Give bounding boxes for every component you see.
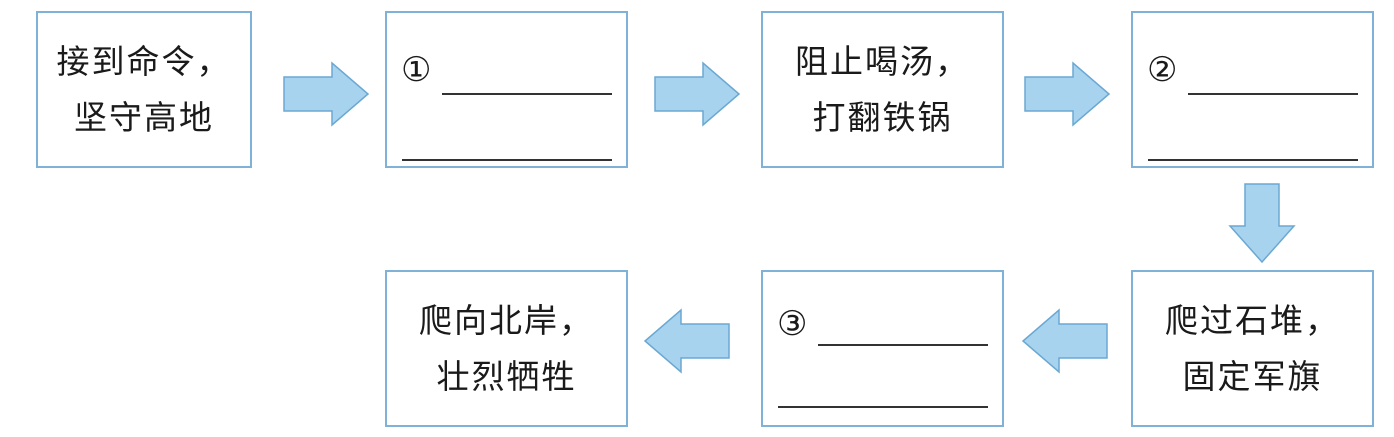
step-3-line-2: 打翻铁锅 [812, 97, 953, 137]
step-2-blank-box: ① [385, 11, 628, 168]
left-arrow-1-icon [1021, 308, 1108, 374]
step-3-box: 阻止喝汤， 打翻铁锅 [761, 11, 1004, 168]
blank-2-number: ② [1147, 50, 1178, 90]
step-7-line-2: 壮烈牺牲 [436, 356, 577, 396]
step-1-line-2: 坚守高地 [74, 97, 214, 137]
blank-3-line-1 [818, 344, 988, 346]
step-5-line-1: 爬过石堆， [1165, 300, 1340, 340]
step-6-blank-box: ③ [761, 270, 1004, 427]
blank-3-line-2 [778, 406, 988, 408]
right-arrow-1-icon [283, 61, 370, 127]
blank-1-line-1 [442, 93, 612, 95]
step-7-line-1: 爬向北岸， [419, 300, 594, 340]
left-arrow-2-icon [643, 308, 730, 374]
down-arrow-icon [1228, 183, 1296, 264]
blank-1-line-2 [402, 159, 612, 161]
step-7-box: 爬向北岸， 壮烈牺牲 [385, 270, 628, 427]
blank-2-line-2 [1148, 159, 1358, 161]
step-5-box: 爬过石堆， 固定军旗 [1131, 270, 1374, 427]
right-arrow-2-icon [654, 61, 741, 127]
step-3-line-1: 阻止喝汤， [795, 41, 970, 81]
blank-2-line-1 [1188, 93, 1358, 95]
blank-3-number: ③ [777, 304, 808, 344]
step-1-box: 接到命令， 坚守高地 [36, 11, 252, 168]
blank-1-number: ① [401, 50, 432, 90]
step-4-blank-box: ② [1131, 11, 1374, 168]
right-arrow-3-icon [1024, 61, 1111, 127]
step-5-line-2: 固定军旗 [1182, 356, 1323, 396]
step-1-line-1: 接到命令， [56, 41, 232, 81]
